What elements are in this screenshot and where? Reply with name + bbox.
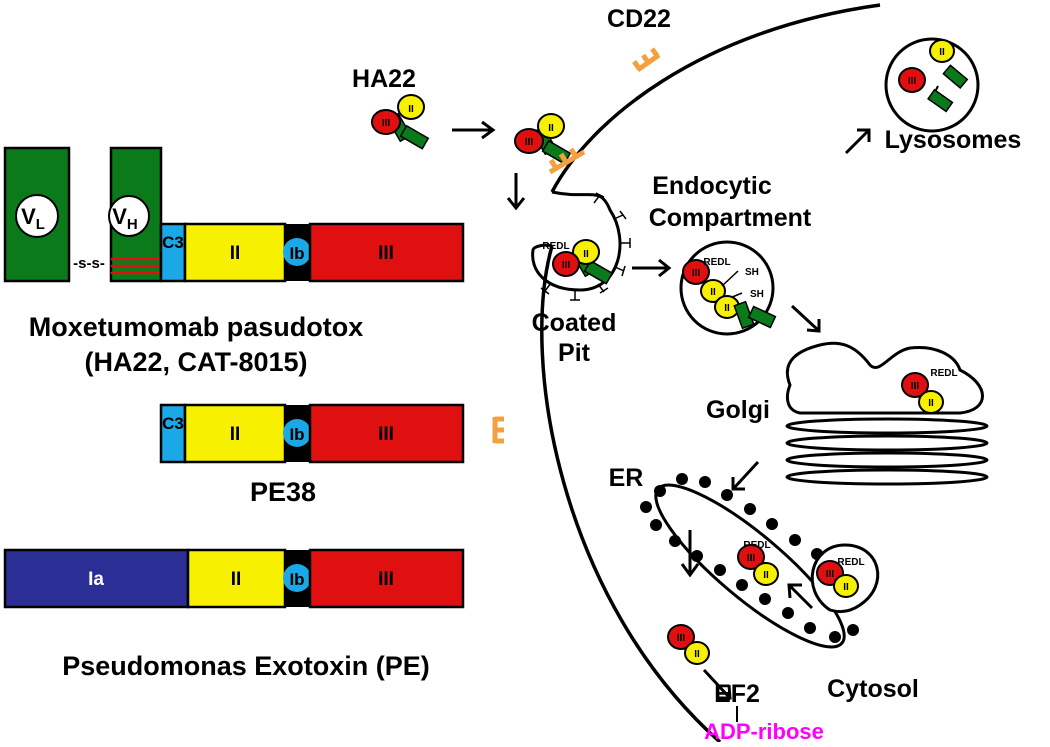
cd22-receptor (492, 416, 504, 444)
svg-text:II: II (928, 398, 934, 409)
vh-circle (108, 195, 150, 237)
svg-text:SH: SH (750, 289, 764, 300)
domain-iii (308, 222, 465, 283)
ha22-label: HA22 (352, 65, 416, 93)
pe-construct: Ia II Ib III Pseudomonas Exotoxin (PE) (3, 548, 465, 681)
svg-text:III: III (525, 137, 534, 148)
moxetumomab-title: Moxetumomab pasudotox (29, 312, 364, 342)
coated-pit: REDL II III (531, 190, 631, 301)
cell-membrane-upper (550, 3, 881, 193)
domain-iii-label: III (378, 243, 394, 264)
svg-text:III: III (562, 260, 571, 271)
domain-ib-label: Ib (289, 570, 304, 589)
svg-text:II: II (939, 47, 945, 58)
golgi: III REDL II (785, 341, 989, 486)
cd22-label: CD22 (607, 5, 671, 33)
svg-text:REDL: REDL (542, 241, 569, 252)
domain-iii (308, 548, 465, 609)
endocytic-compartment: III REDL II SH SH II (679, 240, 777, 336)
svg-text:II: II (408, 104, 414, 115)
endocytic-label-1: Endocytic (652, 172, 772, 200)
svg-text:II: II (694, 649, 700, 660)
vl-circle (15, 194, 59, 238)
svg-text:REDL: REDL (703, 257, 730, 268)
arrow-endosome-to-golgi (790, 304, 821, 333)
domain-ib (283, 564, 311, 592)
arrow-golgi-to-er (731, 460, 760, 491)
ha22-bound-molecule: II III (514, 113, 586, 175)
pe-title: Pseudomonas Exotoxin (PE) (62, 651, 430, 681)
svg-text:III: III (911, 381, 920, 392)
svg-text:SH: SH (745, 267, 759, 278)
pe38-construct: C3 II Ib III PE38 (159, 403, 465, 507)
golgi-label: Golgi (706, 396, 770, 424)
svg-text:REDL: REDL (930, 368, 957, 379)
cytosol-toxin: III II (667, 624, 710, 665)
lysosome: II III (884, 37, 980, 133)
svg-text:III: III (382, 118, 391, 129)
svg-text:III: III (908, 76, 917, 87)
domain-ia (3, 548, 190, 609)
domain-ib (283, 419, 311, 447)
arrow-to-er-vesicle (787, 583, 814, 610)
coated-pit-label-1: Coated (532, 309, 617, 337)
arrow-to-lysosome (844, 128, 871, 155)
domain-iii-label: III (378, 569, 394, 590)
svg-text:III: III (747, 553, 756, 564)
vl-label: VL (21, 204, 45, 233)
svg-text:II: II (710, 287, 716, 298)
moxetumomab-subtitle: (HA22, CAT-8015) (84, 347, 307, 377)
svg-text:III: III (677, 633, 686, 644)
ef2-label: EF2 (714, 680, 760, 708)
endoplasmic-reticulum: REDL III II (640, 473, 859, 649)
adp-ribose-label: ADP-ribose (704, 719, 824, 742)
svg-text:II: II (583, 249, 589, 260)
c3-label: C3 (162, 414, 184, 433)
svg-text:II: II (724, 303, 730, 314)
er-label: ER (609, 464, 644, 492)
endocytic-label-2: Compartment (649, 204, 812, 232)
arrow-ha22-to-cd22 (452, 120, 496, 140)
domain-ii-label: II (230, 243, 241, 264)
arrow-pit-to-endosome (632, 258, 672, 278)
domain-ii (183, 222, 287, 283)
c3-label: C3 (162, 233, 184, 252)
svg-text:II: II (843, 582, 849, 593)
pe38-title: PE38 (250, 477, 316, 507)
domain-iii (308, 403, 465, 464)
svg-text:III: III (826, 569, 835, 580)
coated-pit-label-2: Pit (558, 339, 591, 367)
cd22-receptor (632, 47, 661, 73)
svg-text:REDL: REDL (837, 557, 864, 568)
domain-ib-label: Ib (289, 425, 304, 444)
arrow-down-to-pit (506, 173, 526, 211)
domain-ia-label: Ia (88, 569, 104, 590)
moxetumomab-construct: VL -s-s- VH C3 II Ib III Moxetumomab pas… (3, 146, 465, 377)
cell-membrane-lower (540, 245, 722, 744)
ha22-molecule: II III (371, 94, 430, 150)
domain-ii-label: II (230, 424, 241, 445)
svg-text:II: II (763, 570, 769, 581)
domain-ii (183, 403, 287, 464)
arrow-to-ef2 (702, 668, 732, 700)
svg-text:III: III (692, 268, 701, 279)
domain-ib (283, 238, 311, 266)
domain-iii-label: III (378, 424, 394, 445)
disulfide-bond: -s-s- (73, 255, 105, 272)
retrograde-vesicle: REDL III II (810, 543, 880, 614)
arrow-in-er (680, 530, 700, 578)
domain-ii-label: II (231, 569, 242, 590)
cytosol-label: Cytosol (827, 675, 919, 703)
lysosomes-label: Lysosomes (885, 126, 1022, 154)
svg-text:II: II (548, 123, 554, 134)
vh-label: VH (112, 204, 138, 233)
domain-ib-label: Ib (289, 244, 304, 263)
